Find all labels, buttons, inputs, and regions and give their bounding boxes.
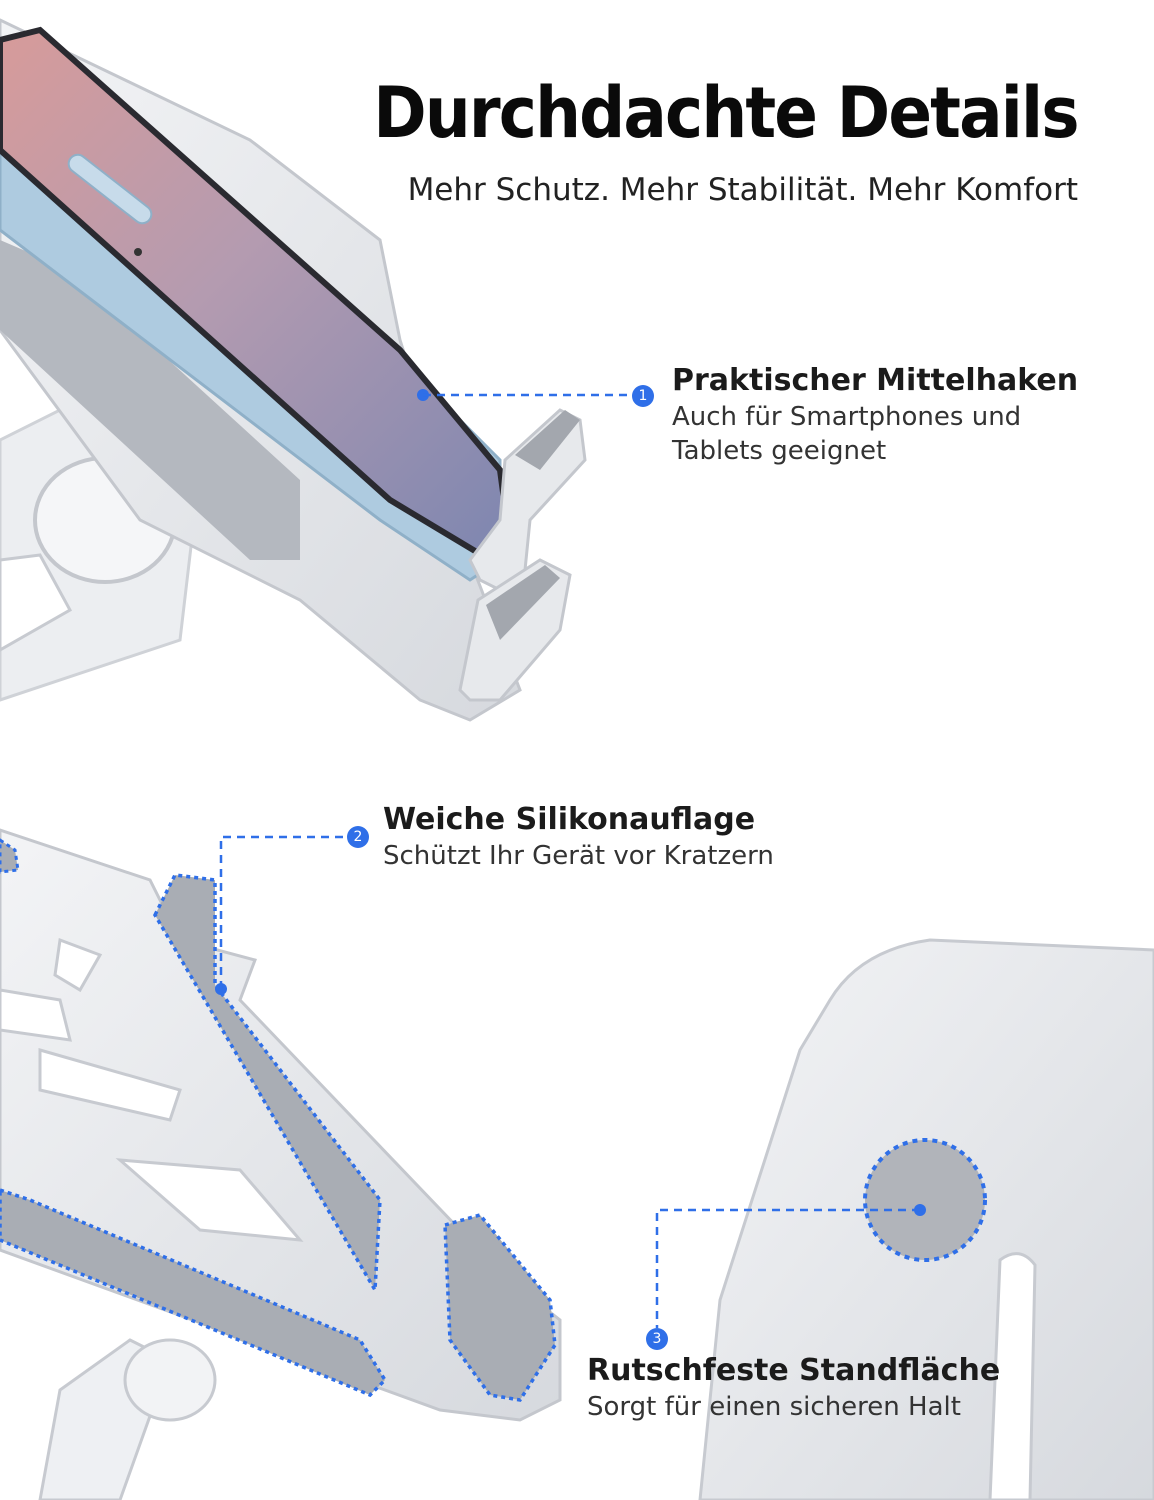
page-subtitle: Mehr Schutz. Mehr Stabilität. Mehr Komfo… — [407, 172, 1078, 208]
callout-1-description-line-1: Auch für Smartphones und — [672, 402, 1022, 432]
callout-2: Weiche Silikonauflage Schützt Ihr Gerät … — [383, 801, 774, 873]
callout-1-number-badge: 1 — [632, 385, 654, 407]
callout-2-title: Weiche Silikonauflage — [383, 802, 756, 837]
callout-3-number-badge: 3 — [646, 1328, 668, 1350]
callout-1: Praktischer Mittelhaken Auch für Smartph… — [672, 362, 1078, 468]
callout-3-title: Rutschfeste Standfläche — [587, 1353, 1001, 1388]
stand-base-image — [698, 938, 1154, 1500]
callout-1-description-line-2: Tablets geeignet — [672, 436, 887, 466]
callout-3: Rutschfeste Standfläche Sorgt für einen … — [587, 1352, 1000, 1424]
callout-1-leader — [417, 389, 632, 401]
callout-3-leader — [655, 1204, 926, 1328]
callout-2-number-badge: 2 — [347, 826, 369, 848]
phone-stand-top-image — [0, 18, 587, 722]
callout-3-description-line-1: Sorgt für einen sicheren Halt — [587, 1392, 961, 1422]
callout-1-title: Praktischer Mittelhaken — [672, 363, 1079, 398]
page-title: Durchdachte Details — [373, 72, 1080, 154]
callout-2-leader — [215, 835, 347, 995]
callout-2-description-line-1: Schützt Ihr Gerät vor Kratzern — [383, 841, 774, 871]
stand-silicone-image — [0, 828, 562, 1500]
